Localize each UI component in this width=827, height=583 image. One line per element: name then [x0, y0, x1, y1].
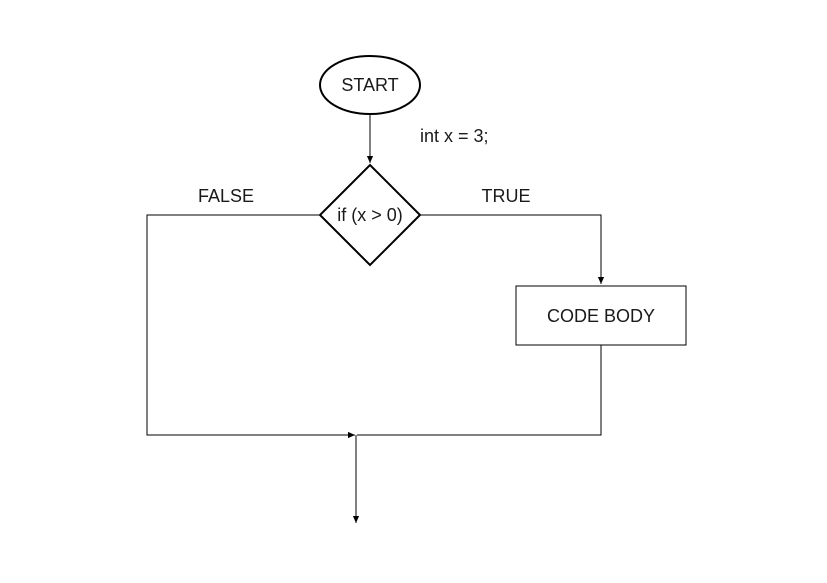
decision-diamond [318, 163, 422, 267]
start-label: START [341, 75, 398, 95]
decision-label: if (x > 0) [337, 205, 403, 225]
start-node[interactable]: START [319, 55, 421, 115]
init-annotation: int x = 3; [420, 126, 489, 146]
decision-node[interactable]: if (x > 0) [318, 163, 422, 267]
edge-true-branch [420, 214, 605, 284]
true-label: TRUE [482, 186, 531, 206]
code-body-label: CODE BODY [547, 306, 655, 326]
edge-false-branch [146, 214, 355, 439]
code-body-node[interactable]: CODE BODY [515, 285, 687, 346]
edge-code-body-to-merge [357, 345, 602, 436]
code-body-rect [515, 285, 687, 346]
false-label: FALSE [198, 186, 254, 206]
